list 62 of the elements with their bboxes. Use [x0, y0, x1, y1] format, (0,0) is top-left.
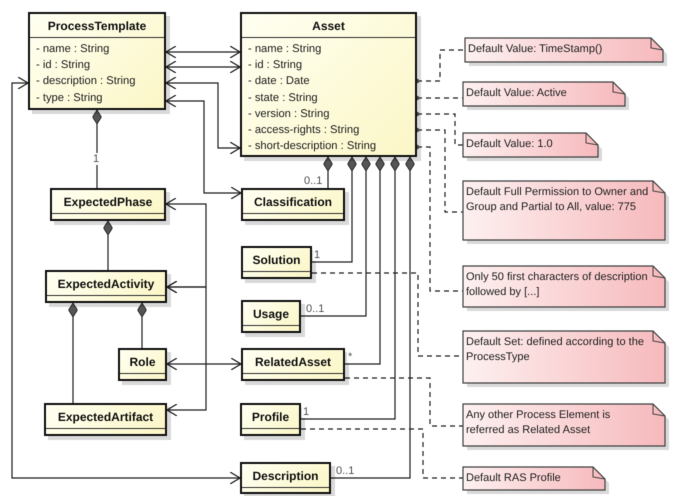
association-arrow: [165, 60, 241, 74]
attribute-text: - name : String: [248, 42, 322, 57]
class-box: [241, 188, 345, 221]
class-name: Profile: [242, 405, 299, 429]
association-arrow: [165, 76, 241, 155]
note-connector: [414, 96, 463, 100]
class-box: [28, 12, 166, 110]
class-name: ProcessTemplate: [30, 14, 164, 38]
association-arrow: [165, 94, 242, 200]
multiplicity-label: 0..1: [305, 303, 326, 315]
attribute-text: - type : String: [36, 90, 104, 106]
class-box: [241, 300, 301, 333]
class-box: [45, 270, 167, 303]
class-name: Classification: [243, 190, 343, 214]
class-name: Solution: [243, 248, 310, 272]
class-box: [118, 348, 167, 381]
attribute-text: - date : Date: [248, 74, 311, 90]
multiplicity-label: 1: [313, 249, 322, 261]
multiplicity-label: 1: [302, 406, 310, 418]
class-name: ExpectedActivity: [47, 272, 165, 296]
class-name: Usage: [243, 302, 299, 326]
attribute-text: - id : String: [248, 58, 304, 74]
composition-line: [331, 156, 415, 479]
attribute-text: - id : String: [36, 58, 92, 74]
composition-line: [137, 302, 147, 348]
composition-line: [345, 156, 385, 365]
class-name: ExpectedArtifact: [46, 405, 165, 429]
attribute-text: - state : String: [248, 90, 319, 106]
composition-line: [68, 302, 78, 403]
multiplicity-label: 0..1: [335, 465, 356, 477]
composition-line: [312, 156, 357, 263]
attribute-text: - name : String: [36, 42, 110, 57]
association-arrow: [165, 45, 241, 59]
note-connector: [301, 428, 463, 479]
composition-line: [92, 110, 102, 188]
multiplicity-label: *: [347, 351, 354, 363]
class-box: [241, 348, 345, 381]
class-name: Description: [242, 464, 329, 488]
association-arrow: [11, 76, 241, 485]
attribute-text: - version : String: [248, 106, 330, 122]
class-box: [240, 403, 301, 436]
class-name: Role: [120, 350, 165, 374]
class-box: [50, 188, 166, 221]
class-box: [240, 12, 417, 157]
class-box: [241, 246, 312, 279]
multiplicity-label: 0..1: [303, 175, 324, 187]
class-name: Asset: [242, 14, 415, 38]
class-box: [240, 462, 331, 494]
association-arrow: [166, 357, 242, 371]
class-name: ExpectedPhase: [52, 190, 164, 214]
composition-line: [103, 220, 113, 270]
composition-line: [323, 156, 333, 188]
multiplicity-label: 1: [92, 153, 100, 165]
association-arrow: [166, 280, 207, 417]
composition-line: [301, 156, 371, 317]
attribute-text: - access-rights : String: [248, 123, 360, 138]
attribute-text: - short-description : String: [248, 139, 378, 154]
class-box: [44, 403, 167, 436]
attribute-text: - description : String: [36, 74, 136, 90]
composition-line: [301, 156, 400, 420]
class-name: RelatedAsset: [243, 350, 343, 374]
note-connector: [345, 377, 463, 427]
